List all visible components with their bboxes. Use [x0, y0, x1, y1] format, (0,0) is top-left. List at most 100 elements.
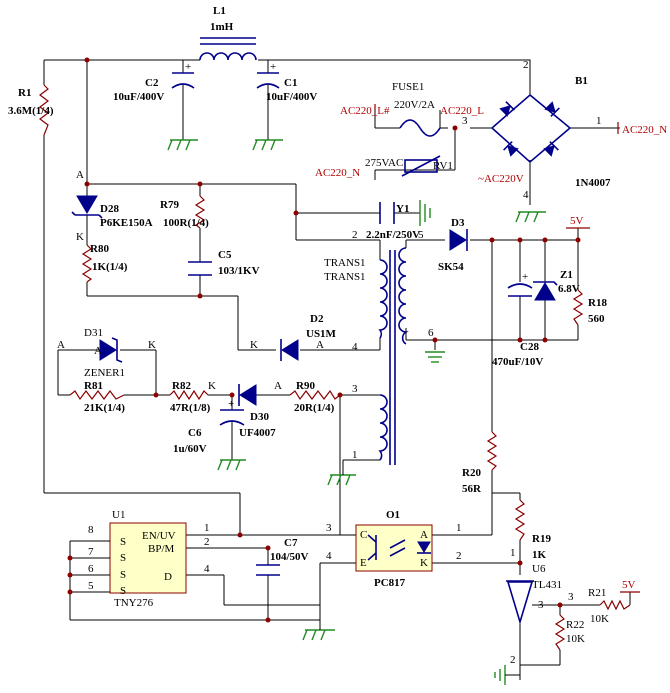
- trans1-ref: TRANS1: [324, 257, 366, 269]
- y1-ref: Y1: [396, 203, 409, 215]
- diode-d2: K A D2 US1M: [250, 313, 337, 361]
- svg-text:+: +: [270, 61, 276, 73]
- r79-ref: R79: [160, 199, 179, 211]
- r82-ref: R82: [172, 380, 191, 392]
- r79-value: 100R(1/4): [163, 217, 209, 229]
- svg-text:+: +: [185, 61, 191, 73]
- svg-text:E: E: [360, 557, 367, 569]
- resistor-r90: R90 20R(1/4): [289, 380, 341, 414]
- u1-value: TNY276: [114, 597, 154, 609]
- d3-value: SK54: [438, 261, 464, 273]
- svg-text:3: 3: [326, 522, 332, 534]
- net-ac220v: ~AC220V: [478, 173, 524, 185]
- schottky-diode-d3: D3 SK54: [438, 217, 468, 273]
- fuse-pin-3: 3: [462, 115, 468, 127]
- resistor-r20: R20 56R: [462, 431, 498, 495]
- svg-text:6: 6: [428, 327, 434, 339]
- svg-text:5V: 5V: [570, 215, 584, 227]
- r19-ref: R19: [532, 533, 551, 545]
- wires: [43, 59, 631, 680]
- r18-value: 560: [588, 313, 605, 325]
- fuse-fuse1: FUSE1 220V/2A 3: [392, 81, 468, 137]
- capacitor-c7: C7 104/50V: [256, 537, 309, 576]
- svg-text:4: 4: [523, 189, 529, 201]
- bridge-rectifier-b1: B1 1N4007 2 1 4: [490, 59, 611, 201]
- optocoupler-o1: C E A K O1 PC817 3 4 1 2: [326, 509, 462, 589]
- u1-ref: U1: [112, 509, 125, 521]
- ic-u1: S S S S EN/UV BP/M D 8 7 6 5 1 2 4 U1 TN…: [88, 509, 210, 609]
- y1-value: 2.2nF/250V: [366, 229, 420, 241]
- d31-value: ZENER1: [84, 367, 125, 379]
- c2-value: 10uF/400V: [113, 91, 164, 103]
- l1-value: 1mH: [210, 21, 234, 33]
- r90-value: 20R(1/4): [294, 402, 335, 414]
- svg-text:4: 4: [204, 563, 210, 575]
- svg-text:4: 4: [352, 341, 358, 353]
- ground-symbols: [167, 139, 546, 685]
- transformer-trans1: TRANS1 TRANS1 2 5 6 4 3 1: [324, 229, 434, 465]
- d30-value: UF4007: [239, 427, 276, 439]
- u6-ref: U6: [532, 563, 546, 575]
- d30-ref: D30: [250, 411, 269, 423]
- r22-ref: R22: [566, 619, 584, 631]
- ac-net-labels: AC220_L# AC220_L AC220_N AC220_N ~AC220V: [315, 104, 667, 185]
- svg-text:2: 2: [204, 536, 210, 548]
- c6-value: 1u/60V: [173, 443, 207, 455]
- shunt-regulator-u6: 1 2 3 3 U6 TL431: [506, 547, 574, 666]
- svg-text:2: 2: [510, 654, 516, 666]
- c28-ref: C28: [520, 341, 539, 353]
- r82-value: 47R(1/8): [170, 402, 211, 414]
- ground-icon: [327, 474, 356, 486]
- d28-value: P6KE150A: [100, 217, 153, 229]
- fuse1-value: 220V/2A: [394, 99, 435, 111]
- varistor-rv1: 275VAC RV1: [365, 155, 453, 177]
- r19-value: 1K: [532, 549, 547, 561]
- svg-text:S: S: [120, 569, 126, 581]
- svg-text:4: 4: [326, 550, 332, 562]
- rv1-value: 275VAC: [365, 157, 403, 169]
- capacitor-c1: + C1 10uF/400V: [256, 61, 317, 103]
- b1-value: 1N4007: [575, 177, 611, 189]
- capacitor-c2: + C2 10uF/400V: [113, 61, 195, 103]
- svg-text:K: K: [76, 231, 84, 243]
- resistor-r79: R79 100R(1/4): [160, 195, 209, 229]
- r1-ref: R1: [18, 87, 31, 99]
- c28-value: 470uF/10V: [492, 356, 543, 368]
- svg-text:C: C: [360, 529, 367, 541]
- svg-text:1: 1: [456, 522, 462, 534]
- d28-ref: D28: [100, 203, 119, 215]
- r90-ref: R90: [296, 380, 315, 392]
- svg-text:3: 3: [568, 591, 574, 603]
- svg-text:S: S: [120, 536, 126, 548]
- zener-diode-z1: Z1 6.8V: [533, 269, 580, 301]
- svg-text:K: K: [250, 339, 258, 351]
- c1-ref: C1: [284, 77, 297, 89]
- r22-value: 10K: [566, 633, 585, 645]
- tvs-diode-d28: A K D28 P6KE150A: [71, 169, 153, 243]
- z1-ref: Z1: [560, 269, 573, 281]
- net-ac220-n-right: AC220_N: [622, 124, 667, 136]
- c5-ref: C5: [218, 249, 232, 261]
- svg-text:K: K: [208, 380, 216, 392]
- r21-ref: R21: [588, 587, 606, 599]
- svg-text:A: A: [274, 380, 282, 392]
- svg-text:S: S: [120, 552, 126, 564]
- resistor-r18: R18 560: [572, 289, 607, 326]
- svg-text:5: 5: [418, 229, 424, 241]
- resistor-r1: R1 3.6M(1/4): [8, 84, 54, 136]
- u6-value: TL431: [532, 579, 562, 591]
- r21-value: 10K: [590, 613, 609, 625]
- svg-text:A: A: [76, 169, 84, 181]
- resistor-r19: R19 1K: [514, 499, 551, 561]
- resistor-r21: R21 10K 5V: [588, 579, 640, 625]
- svg-text:1: 1: [204, 522, 210, 534]
- ground-icon: [425, 351, 445, 363]
- r20-value: 56R: [462, 483, 482, 495]
- r81-value: 21K(1/4): [84, 402, 125, 414]
- svg-text:1: 1: [510, 547, 516, 559]
- svg-text:2: 2: [456, 550, 462, 562]
- svg-text:A: A: [94, 345, 102, 357]
- r20-ref: R20: [462, 467, 481, 479]
- ground-icon: [252, 139, 283, 151]
